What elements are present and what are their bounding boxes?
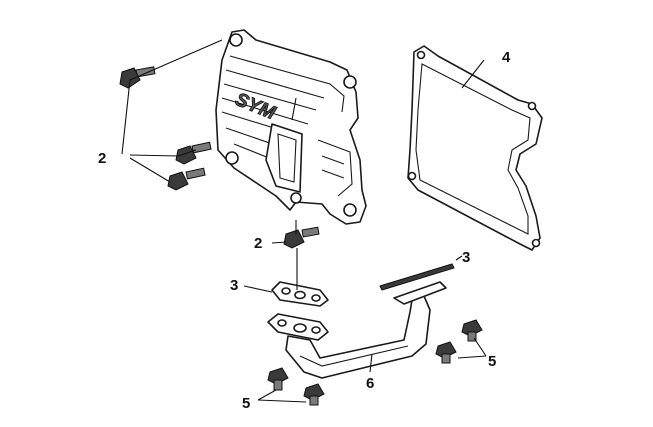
callout-bolt-lower: 2 bbox=[254, 235, 262, 252]
bolt-5-c bbox=[461, 319, 483, 342]
cylinder-head-cover: SYM bbox=[215, 29, 367, 225]
callout-gasket: 4 bbox=[502, 49, 511, 66]
bolt-5-d bbox=[435, 341, 457, 364]
callout-bolts-5-right: 5 bbox=[488, 353, 496, 370]
callout-flange-gasket: 3 bbox=[230, 277, 238, 294]
flange-gasket bbox=[271, 281, 329, 307]
callout-pipe: 6 bbox=[366, 375, 374, 392]
bolt-lower-center bbox=[283, 226, 320, 249]
callout-bolts-left: 2 bbox=[98, 150, 106, 167]
bolt-middle bbox=[175, 141, 212, 165]
leader-lines bbox=[121, 39, 487, 403]
cover-gasket bbox=[407, 45, 543, 251]
bolt-lower-left bbox=[167, 167, 206, 191]
callout-oring: 3 bbox=[462, 249, 470, 266]
bolt-5-a bbox=[267, 367, 289, 391]
oring-seal bbox=[379, 263, 455, 291]
bolt-upper bbox=[119, 66, 156, 89]
breather-pipe bbox=[267, 281, 447, 379]
bolt-5-b bbox=[303, 383, 325, 406]
callout-bolts-5-left: 5 bbox=[242, 395, 250, 412]
